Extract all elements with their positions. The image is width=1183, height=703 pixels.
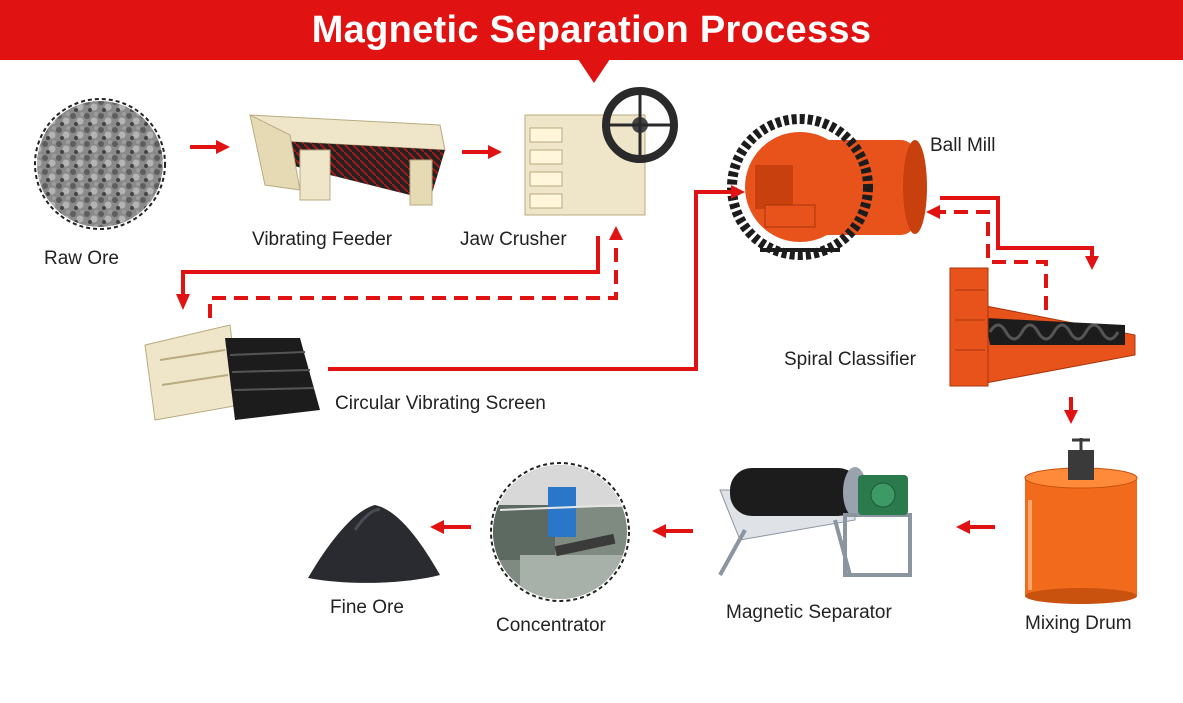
mixing-drum-image — [1024, 438, 1138, 604]
return-flow-arrows — [208, 210, 1048, 318]
vibrating-feeder-image — [249, 114, 446, 206]
return-screen-to-jaw-crusher — [208, 238, 618, 318]
raw-ore-image — [34, 98, 166, 230]
circular-vibrating-screen-image — [144, 324, 320, 421]
magnetic-separator-image — [718, 467, 912, 577]
arrow-heads — [176, 140, 1099, 538]
page-title: Magnetic Separation Processs — [311, 8, 872, 51]
return-arrow-heads — [609, 205, 940, 240]
arrow-head-icon — [430, 520, 444, 534]
arrow-jaw-crusher-to-screen — [181, 236, 600, 296]
label-concentrator: Concentrator — [496, 615, 606, 636]
arrow-head-icon — [731, 185, 745, 199]
label-mixing-drum: Mixing Drum — [1025, 613, 1132, 634]
ball-mill-image — [727, 114, 927, 260]
arrow-head-icon — [1085, 256, 1099, 270]
label-fine-ore: Fine Ore — [330, 597, 404, 618]
arrow-head-icon — [1064, 410, 1078, 424]
arrow-head-icon — [926, 205, 940, 219]
arrow-head-icon — [652, 524, 666, 538]
jaw-crusher-image — [524, 87, 678, 216]
concentrator-image — [490, 462, 630, 602]
arrow-screen-to-ball-mill — [328, 190, 733, 371]
label-circular-vibrating-screen: Circular Vibrating Screen — [335, 393, 546, 414]
arrow-ball-mill-to-classifier — [940, 196, 1094, 258]
title-banner: Magnetic Separation Processs — [0, 0, 1183, 60]
arrow-head-icon — [488, 145, 502, 159]
spiral-classifier-image — [949, 267, 1136, 387]
title-banner-pointer — [578, 59, 610, 83]
label-spiral-classifier: Spiral Classifier — [784, 349, 916, 370]
return-classifier-to-ball-mill — [938, 210, 1048, 310]
flow-arrows — [181, 145, 1094, 533]
fine-ore-image — [308, 505, 440, 583]
label-magnetic-separator: Magnetic Separator — [726, 602, 892, 623]
label-raw-ore: Raw Ore — [44, 248, 119, 269]
arrow-head-icon — [956, 520, 970, 534]
arrow-head-icon — [609, 226, 623, 240]
arrow-head-icon — [216, 140, 230, 154]
label-jaw-crusher: Jaw Crusher — [460, 229, 567, 250]
label-ball-mill: Ball Mill — [930, 135, 996, 156]
label-vibrating-feeder: Vibrating Feeder — [252, 229, 393, 250]
arrow-head-icon — [176, 294, 190, 310]
